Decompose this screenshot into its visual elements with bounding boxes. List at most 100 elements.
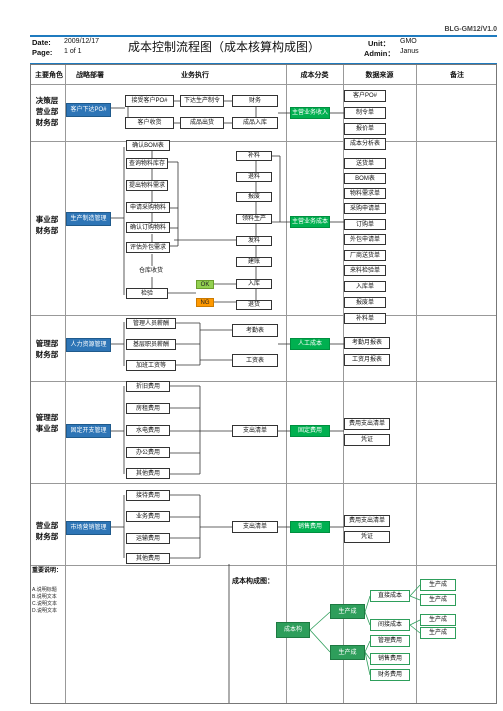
row-divider (31, 565, 496, 566)
step-office: 办公费用 (126, 447, 170, 458)
step-pick-material: 领料生产 (236, 214, 272, 224)
composition-mgmt-expense: 管理费用 (370, 635, 410, 647)
source-delivery-note: 送货单 (344, 158, 386, 169)
step-rent: 房租费用 (126, 403, 170, 414)
step-expense-list: 支出清单 (232, 425, 278, 437)
header-divider-top (30, 35, 497, 37)
page-title: 成本控制流程图（成本核算构成图） (128, 40, 321, 54)
step-finance: 财务 (232, 95, 278, 107)
row-divider (31, 315, 496, 316)
source-incoming-inspection: 来料检验单 (344, 265, 386, 276)
source-outsource-request: 外包申请单 (344, 234, 386, 245)
cost-labor: 人工成本 (290, 338, 330, 350)
step-outsource-eval: 评估外包需求 (126, 242, 170, 253)
step-ledger: 建账 (236, 257, 272, 267)
step-payroll: 工资表 (232, 354, 278, 367)
flow-table: 主要角色 战略部署 业务执行 成本分类 数据来源 备注 (30, 64, 497, 704)
role-admin-finance: 管理部 财务部 (35, 339, 59, 359)
row-divider (31, 84, 496, 85)
step-scrap: 报废 (236, 192, 272, 202)
document-id: BLG-GM12/V1.0 (444, 26, 497, 33)
strategy-production: 生产制造管理 (66, 212, 111, 226)
composition-title: 成本构成图： (232, 578, 274, 585)
unit-value: GMO (400, 38, 417, 45)
step-issue-order: 下达生产制令 (180, 95, 224, 107)
source-sales-voucher: 凭证 (344, 531, 390, 543)
composition-root: 成本构 (276, 622, 310, 638)
step-confirm-bom: 确认BOM表 (126, 140, 170, 151)
composition-direct-cost: 直接成本 (370, 590, 410, 602)
header-divider-bottom (30, 63, 497, 64)
unit-label: Unit： (368, 39, 391, 48)
ng-badge: NG (196, 298, 214, 307)
col-divider (343, 65, 344, 703)
col-divider (286, 65, 287, 703)
source-quotation: 报价单 (344, 123, 386, 135)
step-issue-material: 发料 (236, 236, 272, 246)
source-scrap: 报废单 (344, 297, 386, 308)
source-purchase-request: 采购申请单 (344, 203, 386, 214)
source-sales-expense-list: 费用支出清单 (344, 515, 390, 527)
ok-badge: OK (196, 280, 214, 289)
step-attendance: 考勤表 (232, 324, 278, 337)
col-divider (416, 65, 417, 703)
step-other-sales: 其他费用 (126, 553, 170, 564)
col-header-execution: 业务执行 (181, 72, 209, 79)
cost-sales: 销售费用 (290, 521, 330, 533)
step-staff-salary: 基层职员薪酬 (126, 339, 176, 350)
row-divider (31, 141, 496, 142)
notes-title: 重要说明： (32, 568, 63, 574)
composition-indirect-cost: 间接成本 (370, 619, 410, 631)
composition-leaf: 生产成 (420, 627, 456, 639)
step-return-goods: 退货 (236, 300, 272, 310)
step-ship-goods: 成品出货 (180, 117, 224, 129)
step-confirm-order: 确认订购物料 (126, 222, 170, 233)
cost-main-revenue: 主营业务收入 (290, 107, 330, 119)
step-other-fixed: 其他费用 (126, 468, 170, 479)
composition-leaf: 生产成 (420, 579, 456, 591)
col-header-data-source: 数据来源 (365, 72, 394, 79)
source-expense-list: 费用支出清单 (344, 418, 390, 430)
source-bom: BOM表 (344, 173, 386, 184)
page-label: Page: (32, 48, 53, 57)
step-purchase-request: 申请采购物料 (126, 202, 170, 213)
step-return-material: 退料 (236, 172, 272, 182)
step-business: 业务费用 (126, 511, 170, 522)
role-admin-division: 管理部 事业部 (35, 413, 59, 433)
page-value: 1 of 1 (64, 48, 82, 55)
step-manager-salary: 管理人员薪酬 (126, 318, 176, 329)
row-divider (31, 381, 496, 382)
step-goods-in: 成品入库 (232, 117, 278, 129)
note-line: A.说明标题 (32, 587, 57, 593)
composition-sales-expense: 销售费用 (370, 653, 410, 665)
composition-finance-expense: 财务费用 (370, 669, 410, 681)
col-header-strategy: 战略部署 (76, 72, 104, 79)
date-label: Date: (32, 38, 51, 47)
step-depreciation: 折旧费用 (126, 381, 170, 392)
source-payroll-report: 工资月报表 (344, 354, 390, 366)
step-transport: 运输费用 (126, 533, 170, 544)
date-value: 2009/12/17 (64, 38, 100, 45)
composition-production-b: 生产成 (330, 645, 365, 660)
source-attendance-report: 考勤月报表 (344, 337, 390, 349)
step-customer-receipt: 客户收货 (125, 117, 174, 129)
step-supplement: 补料 (236, 151, 272, 161)
step-overtime: 加班工资等 (126, 360, 176, 371)
admin-value: Janus (400, 48, 419, 55)
strategy-fixed-cost: 固定开支管理 (66, 424, 111, 438)
note-line: C.说明文本 (32, 601, 58, 607)
note-line: D.说明文本 (32, 608, 58, 614)
source-stock-in: 入库单 (344, 281, 386, 292)
col-header-remarks: 备注 (450, 72, 464, 79)
source-customer-po: 客户PO# (344, 90, 386, 102)
strategy-customer-po: 客户下达PO# (66, 103, 111, 117)
col-header-cost-class: 成本分类 (300, 72, 329, 79)
step-sales-expense-list: 支出清单 (232, 521, 278, 533)
step-stock-in: 入库 (236, 279, 272, 289)
strategy-hr: 人力资源管理 (66, 338, 111, 352)
strategy-marketing: 市场营销管理 (66, 521, 111, 535)
step-receive-po: 接受客户PO# (125, 95, 174, 107)
source-order: 订购单 (344, 219, 386, 230)
step-warehouse-receipt: 仓库收货 (130, 266, 172, 277)
